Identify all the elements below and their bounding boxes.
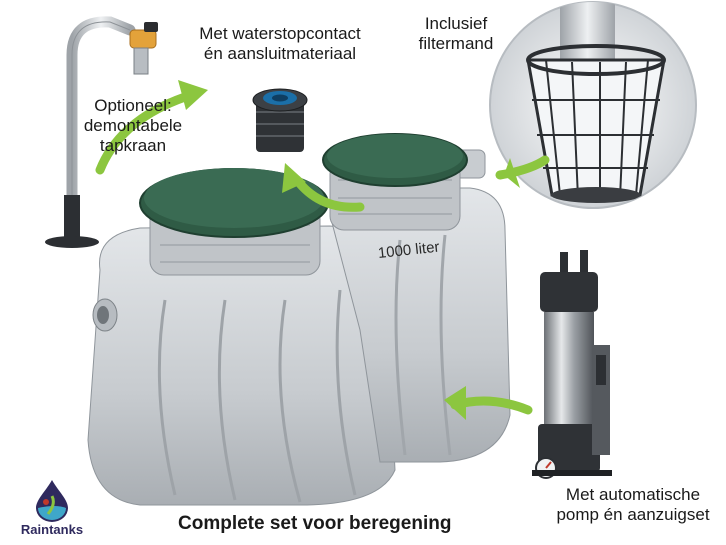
tank bbox=[87, 133, 511, 506]
pump-label-line-1: Met automatische bbox=[565, 485, 701, 504]
pump-label-line-2: pomp én aanzuigset bbox=[556, 505, 710, 524]
arrow-heads bbox=[178, 80, 520, 420]
tap-label: Optioneel: demontabele tapkraan bbox=[72, 96, 194, 156]
water-socket-icon bbox=[252, 88, 308, 152]
pump-icon bbox=[532, 250, 612, 479]
droplet-logo-icon bbox=[36, 480, 68, 522]
filter-label: Inclusief filtermand bbox=[404, 14, 508, 54]
arrow-socket bbox=[292, 175, 365, 212]
filter-label-line-2: filtermand bbox=[418, 34, 494, 53]
brand-name: Raintanks bbox=[20, 522, 84, 537]
filter-basket-icon bbox=[489, 1, 697, 209]
cover-label-line-1: Met waterstopcontact bbox=[199, 24, 361, 43]
caption: Complete set voor beregening bbox=[178, 513, 452, 534]
tap-icon bbox=[45, 16, 158, 248]
pump-label: Met automatische pomp én aanzuigset bbox=[548, 485, 718, 525]
tap-label-line-2: demontabele bbox=[83, 116, 183, 135]
tap-label-line-1: Optioneel: bbox=[94, 96, 172, 115]
brand-logo: Raintanks bbox=[12, 478, 92, 540]
arrow-tap bbox=[95, 92, 190, 175]
cover-label-line-2: én aansluitmateriaal bbox=[203, 44, 357, 63]
tap-label-line-3: tapkraan bbox=[99, 136, 167, 155]
cover-label: Met waterstopcontact én aansluitmateriaa… bbox=[182, 24, 378, 64]
filter-label-line-1: Inclusief bbox=[424, 14, 488, 33]
